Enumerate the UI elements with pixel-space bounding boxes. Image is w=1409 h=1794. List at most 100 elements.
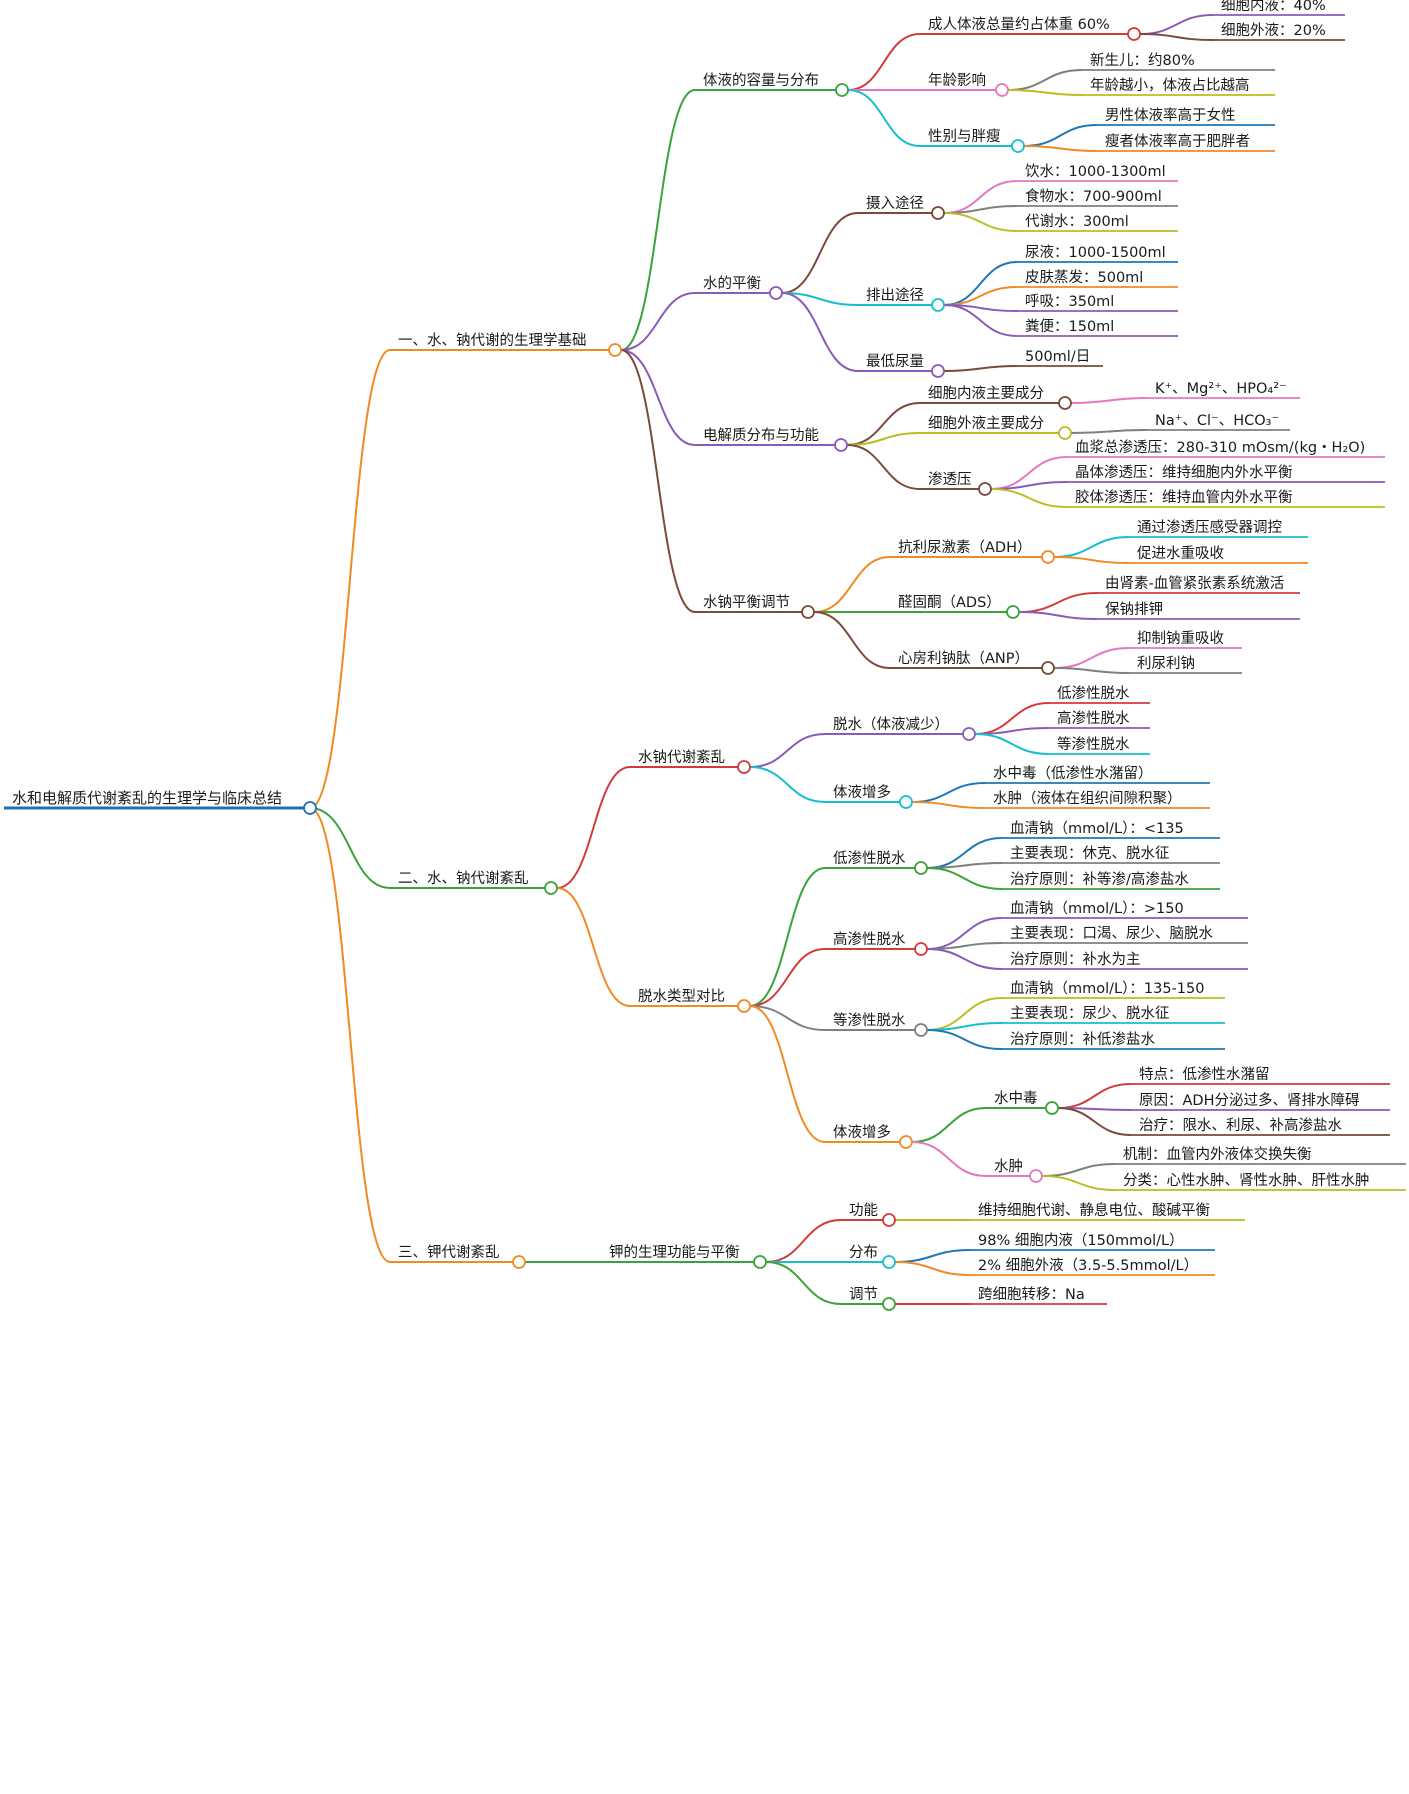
subsection-node-circle[interactable] [801,605,815,619]
item-node-circle[interactable] [1041,661,1055,675]
subsection-node-0-2[interactable]: 电解质分布与功能 [703,427,819,444]
leaf-node-1-1-0-1[interactable]: 主要表现：休克、脱水征 [1010,845,1170,862]
item-node-1-0-1[interactable]: 体液增多 [833,784,891,801]
leaf-node-1-1-3-0-1[interactable]: 原因：ADH分泌过多、肾排水障碍 [1139,1091,1360,1109]
subsection-node-circle[interactable] [769,286,783,300]
leaf-node-0-2-0-0[interactable]: K⁺、Mg²⁺、HPO₄²⁻ [1155,381,1287,397]
leaf-node-0-1-1-3[interactable]: 粪便：150ml [1025,318,1114,335]
leaf-node-2-0-1-1[interactable]: 2% 细胞外液（3.5-5.5mmol/L） [978,1257,1198,1274]
leaf-node-1-0-1-1[interactable]: 水肿（液体在组织间隙积聚） [993,790,1182,807]
leaf-node-0-2-2-1[interactable]: 晶体渗透压：维持细胞内外水平衡 [1075,464,1293,481]
section-node-circle[interactable] [512,1255,526,1269]
item-node-circle[interactable] [914,861,928,875]
leaf-node-0-2-2-0[interactable]: 血浆总渗透压：280-310 mOsm/(kg・H₂O) [1075,438,1365,456]
item-node-circle[interactable] [882,1213,896,1227]
item-node-circle[interactable] [899,795,913,809]
item-node-circle[interactable] [914,942,928,956]
item-node-1-1-3-0[interactable]: 水中毒 [994,1090,1038,1107]
leaf-node-0-2-2-2[interactable]: 胶体渗透压：维持血管内外水平衡 [1075,489,1293,506]
subsection-node-circle[interactable] [737,760,751,774]
leaf-node-1-1-2-0[interactable]: 血清钠（mmol/L）：135-150 [1010,980,1204,997]
item-node-circle[interactable] [1058,396,1072,410]
item-node-2-0-1[interactable]: 分布 [849,1244,878,1261]
leaf-node-1-0-0-0[interactable]: 低渗性脱水 [1057,685,1130,702]
subsection-node-0-0[interactable]: 体液的容量与分布 [703,72,819,89]
item-node-2-0-0[interactable]: 功能 [849,1202,878,1219]
item-node-circle[interactable] [931,206,945,220]
item-node-1-1-2[interactable]: 等渗性脱水 [833,1011,906,1029]
leaf-node-1-1-1-0[interactable]: 血清钠（mmol/L）：>150 [1010,900,1184,917]
leaf-node-1-1-0-0[interactable]: 血清钠（mmol/L）：<135 [1010,820,1184,837]
section-node-3[interactable]: 三、钾代谢紊乱 [398,1243,500,1261]
item-node-circle[interactable] [1006,605,1020,619]
leaf-node-0-0-0-0[interactable]: 细胞内液：40% [1221,0,1326,14]
item-node-0-1-1[interactable]: 排出途径 [866,287,924,304]
leaf-node-0-0-0-1[interactable]: 细胞外液：20% [1221,22,1326,39]
leaf-node-0-3-1-0[interactable]: 由肾素-血管紧张素系统激活 [1105,575,1284,592]
item-node-1-0-0[interactable]: 脱水（体液减少） [833,716,949,733]
section-node-2[interactable]: 二、水、钠代谢紊乱 [398,869,529,887]
leaf-node-0-1-0-0[interactable]: 饮水：1000-1300ml [1025,163,1166,180]
item-node-0-0-2[interactable]: 性别与胖瘦 [928,128,1001,145]
leaf-node-1-1-2-2[interactable]: 治疗原则：补低渗盐水 [1010,1031,1155,1048]
leaf-node-1-1-3-0-0[interactable]: 特点：低渗性水潴留 [1139,1066,1270,1083]
item-node-circle[interactable] [899,1135,913,1149]
item-node-circle[interactable] [931,298,945,312]
item-node-1-1-3-1[interactable]: 水肿 [994,1158,1023,1175]
item-node-circle[interactable] [1127,27,1141,41]
item-node-1-1-1[interactable]: 高渗性脱水 [833,931,906,948]
leaf-node-1-0-0-2[interactable]: 等渗性脱水 [1057,735,1130,753]
subsection-node-0-1[interactable]: 水的平衡 [703,275,761,292]
item-node-circle[interactable] [914,1023,928,1037]
item-node-circle[interactable] [1029,1169,1043,1183]
section-node-1[interactable]: 一、水、钠代谢的生理学基础 [398,332,587,349]
leaf-node-0-3-1-1[interactable]: 保钠排钾 [1105,601,1163,618]
leaf-node-0-1-1-2[interactable]: 呼吸：350ml [1025,293,1114,310]
item-node-circle[interactable] [1045,1101,1059,1115]
item-node-1-1-0[interactable]: 低渗性脱水 [833,850,906,867]
subsection-node-circle[interactable] [834,438,848,452]
item-node-0-0-1[interactable]: 年龄影响 [928,72,986,89]
item-node-2-0-2[interactable]: 调节 [849,1286,878,1303]
leaf-node-1-1-3-1-1[interactable]: 分类：心性水肿、肾性水肿、肝性水肿 [1123,1172,1370,1189]
item-node-circle[interactable] [962,727,976,741]
leaf-node-0-1-1-0[interactable]: 尿液：1000-1500ml [1025,244,1166,261]
root-node-label[interactable]: 水和电解质代谢紊乱的生理学与临床总结 [12,789,282,807]
subsection-node-circle[interactable] [753,1255,767,1269]
leaf-node-0-3-0-1[interactable]: 促进水重吸收 [1137,545,1224,562]
item-node-0-3-1[interactable]: 醛固酮（ADS） [898,594,1001,611]
item-node-circle[interactable] [1011,139,1025,153]
subsection-node-circle[interactable] [737,999,751,1013]
leaf-node-1-1-0-2[interactable]: 治疗原则：补等渗/高渗盐水 [1010,870,1189,888]
leaf-node-1-1-2-1[interactable]: 主要表现：尿少、脱水征 [1010,1005,1170,1022]
leaf-node-1-1-1-2[interactable]: 治疗原则：补水为主 [1010,951,1141,968]
leaf-node-0-1-0-1[interactable]: 食物水：700-900ml [1025,188,1162,205]
item-node-circle[interactable] [1058,426,1072,440]
leaf-node-0-3-2-0[interactable]: 抑制钠重吸收 [1137,630,1224,647]
subsection-node-2-0[interactable]: 钾的生理功能与平衡 [609,1244,740,1261]
leaf-node-1-0-0-1[interactable]: 高渗性脱水 [1057,710,1130,727]
leaf-node-0-0-2-1[interactable]: 瘦者体液率高于肥胖者 [1105,133,1250,150]
leaf-node-0-3-2-1[interactable]: 利尿利钠 [1137,655,1195,672]
leaf-node-1-1-1-1[interactable]: 主要表现：口渴、尿少、脑脱水 [1010,925,1213,942]
leaf-node-2-0-0-0[interactable]: 维持细胞代谢、静息电位、酸碱平衡 [978,1202,1210,1219]
leaf-node-0-1-0-2[interactable]: 代谢水：300ml [1025,213,1129,230]
item-node-0-2-1[interactable]: 细胞外液主要成分 [928,415,1044,432]
item-node-circle[interactable] [995,83,1009,97]
item-node-circle[interactable] [931,364,945,378]
leaf-node-0-2-1-0[interactable]: Na⁺、Cl⁻、HCO₃⁻ [1155,413,1279,429]
leaf-node-2-0-2-0[interactable]: 跨细胞转移：Na [978,1286,1085,1303]
item-node-0-1-0[interactable]: 摄入途径 [866,195,924,212]
subsection-node-0-3[interactable]: 水钠平衡调节 [703,594,790,611]
subsection-node-circle[interactable] [835,83,849,97]
item-node-0-3-2[interactable]: 心房利钠肽（ANP） [898,650,1029,667]
leaf-node-0-0-1-1[interactable]: 年龄越小，体液占比越高 [1090,77,1250,94]
item-node-0-2-2[interactable]: 渗透压 [928,471,972,488]
section-node-circle[interactable] [544,881,558,895]
leaf-node-0-1-1-1[interactable]: 皮肤蒸发：500ml [1025,269,1143,286]
item-node-1-1-3[interactable]: 体液增多 [833,1124,891,1141]
item-node-0-3-0[interactable]: 抗利尿激素（ADH） [898,539,1032,556]
item-node-circle[interactable] [882,1255,896,1269]
leaf-node-0-0-1-0[interactable]: 新生儿：约80% [1090,52,1195,69]
item-node-circle[interactable] [978,482,992,496]
